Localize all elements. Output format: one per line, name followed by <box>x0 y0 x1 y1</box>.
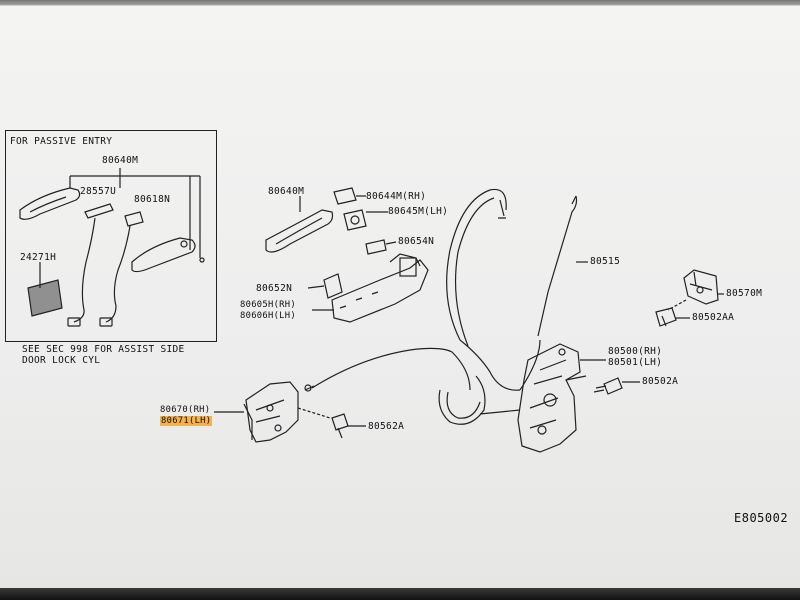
part-label-80654N: 80654N <box>398 236 435 247</box>
diagram-code: E805002 <box>734 511 789 525</box>
part-label-80502A: 80502A <box>642 376 679 387</box>
part-label-80515: 80515 <box>590 256 621 267</box>
part-label-80640M: 80640M <box>268 186 305 197</box>
part-label-80570M: 80570M <box>726 288 763 299</box>
inset-title: FOR PASSIVE ENTRY <box>10 136 113 147</box>
part-label-80562A: 80562A <box>368 421 405 432</box>
cables-drawing <box>304 188 588 425</box>
part-label-80502AA: 80502AA <box>692 312 735 323</box>
part-label-80645M: 80645M(LH) <box>388 206 449 217</box>
part-label-24271H: 24271H <box>20 252 57 263</box>
door-lock-drawing <box>517 343 640 453</box>
inside-handle-drawing <box>214 381 366 443</box>
part-label-28557U: 28557U <box>80 186 117 197</box>
antenna-28557U <box>84 203 114 219</box>
part-label-80671: 80671(LH) <box>160 416 213 426</box>
part-label-80605H: 80605H(RH) <box>240 300 296 310</box>
part-label-80652N: 80652N <box>256 283 293 294</box>
note-line-1: SEE SEC 998 FOR ASSIST SIDE <box>22 344 185 355</box>
striker-drawing <box>655 269 724 327</box>
part-label-80500: 80500(RH) <box>608 346 663 357</box>
part-label-80644M: 80644M(RH) <box>366 191 427 202</box>
monitor-bezel-top <box>0 0 800 6</box>
passive-entry-inset <box>5 130 217 342</box>
note-line-2: DOOR LOCK CYL <box>22 355 101 366</box>
pad-24271H <box>27 279 63 317</box>
part-label-80670: 80670(RH) <box>160 405 211 415</box>
highlight-80671: 80671(LH) <box>160 416 213 426</box>
inset-drawing <box>19 168 205 327</box>
part-label-80640M-inset: 80640M <box>102 155 139 166</box>
part-label-80606H: 80606H(LH) <box>240 311 296 321</box>
monitor-bezel-bottom <box>0 588 800 600</box>
part-label-80618N: 80618N <box>134 194 171 205</box>
part-label-80501: 80501(LH) <box>608 357 663 368</box>
outside-handle-drawing <box>265 187 429 323</box>
